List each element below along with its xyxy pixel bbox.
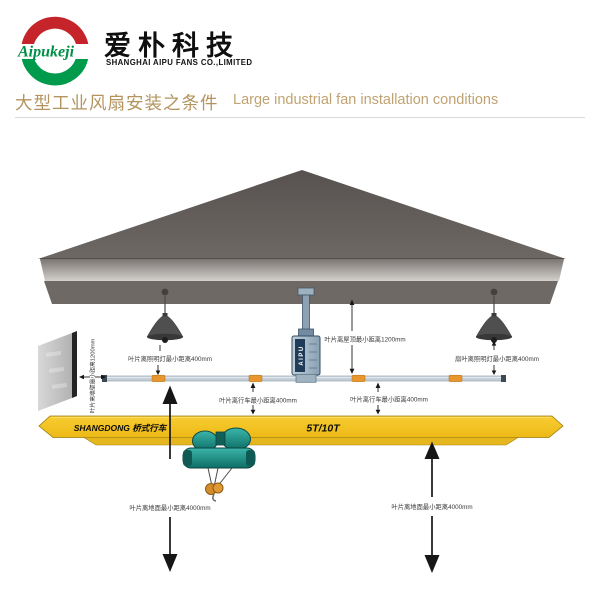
wall-panel — [38, 331, 77, 411]
dim-left-lamp-label: 叶片离照明灯最小距离400mm — [128, 354, 212, 363]
blade-joint-orange — [151, 374, 166, 382]
dim-blade-to-roof: 叶片离屋顶最小距离1200mm — [324, 299, 406, 374]
fan-blades — [102, 373, 506, 383]
fascia-mount-dot-right — [490, 288, 498, 296]
fan-drop-tube — [302, 294, 310, 332]
arrow-up-icon — [250, 382, 256, 388]
blade-tip-left — [102, 375, 107, 382]
arrow-down-icon — [349, 368, 355, 374]
arrow-down-icon — [162, 554, 178, 572]
lamp-left — [146, 296, 184, 343]
fascia-mount-dot-left — [161, 288, 169, 296]
dim-blade-to-floor-right: 叶片离地面最小距离4000mm — [391, 441, 473, 573]
dim-roof-label: 叶片离屋顶最小距离1200mm — [324, 335, 405, 344]
company-name-en: SHANGHAI AIPU FANS CO.,LIMITED — [106, 58, 253, 67]
fan-mount-bracket — [297, 287, 315, 296]
roof — [38, 170, 566, 304]
arrow-up-icon — [162, 385, 178, 404]
crane-beam: SHANGDONG 桥式行车 5T/10T — [38, 415, 564, 446]
lamp-bulb-icon — [491, 337, 497, 343]
arrow-up-icon — [491, 341, 497, 346]
arrow-up-icon — [424, 441, 440, 459]
hvls-fan: AIPU — [102, 287, 506, 383]
dim-blade-to-floor-left: 叶片离地面最小距离4000mm — [129, 385, 211, 572]
fan-brand-label: AIPU — [299, 345, 305, 365]
logo-green-arc-icon — [20, 47, 89, 86]
dim-blade-to-lamp-right: 扇叶离照明灯最小距离400mm — [455, 341, 539, 375]
arrow-up-icon — [375, 382, 381, 388]
company-name-cn: 爱朴科技 — [104, 31, 240, 61]
blade-joint-orange — [351, 374, 366, 382]
arrow-up-icon — [349, 299, 355, 305]
dim-blade-to-crane-right: 叶片离行车最小距离400mm — [350, 382, 428, 415]
arrow-down-icon — [491, 370, 497, 375]
hoist-motor-right — [221, 427, 251, 451]
crane-capacity-label: 5T/10T — [306, 423, 341, 435]
wire-rope-hoist — [182, 427, 256, 502]
header: Aipukeji 爱朴科技 SHANGHAI AIPU FANS CO.,LIM… — [0, 0, 600, 125]
arrow-down-icon — [424, 555, 440, 573]
dim-floor-right-label: 叶片离地面最小距离4000mm — [391, 502, 472, 511]
dim-right-crane-label: 叶片离行车最小距离400mm — [350, 395, 428, 404]
fan-hub — [295, 373, 317, 383]
arrow-right-icon — [101, 374, 106, 380]
crane-brand-label: SHANGDONG 桥式行车 — [74, 423, 168, 433]
lamp-shade-icon — [475, 315, 513, 338]
blade-joint-orange — [448, 374, 463, 382]
dim-blade-to-crane-left: 叶片离行车最小距离400mm — [219, 382, 297, 415]
blade-tip-right — [501, 375, 506, 382]
dim-blade-to-wall: 叶片离墙壁最小距离1200mm — [79, 338, 106, 413]
title-bar: 大型工业风扇安装之条件 Large industrial fan install… — [15, 90, 585, 118]
roof-eave — [40, 259, 564, 281]
company-logo: Aipukeji — [16, 16, 100, 86]
dim-wall-label: 叶片离墙壁最小距离1200mm — [89, 338, 97, 413]
roof-pyramid — [38, 170, 566, 259]
arrow-left-icon — [79, 374, 84, 380]
arrow-down-icon — [155, 370, 161, 375]
dim-right-lamp-label: 扇叶离照明灯最小距离400mm — [455, 354, 539, 363]
wall-edge — [72, 331, 77, 398]
dim-floor-left-label: 叶片离地面最小距离4000mm — [129, 503, 210, 512]
arrow-down-icon — [375, 409, 381, 415]
blade-joint-orange — [248, 374, 263, 382]
page-title-en: Large industrial fan installation condit… — [233, 92, 499, 108]
lamp-bulb-icon — [162, 337, 168, 343]
lamp-shade-icon — [146, 315, 184, 338]
hoist-drum — [182, 447, 256, 469]
page-title-cn: 大型工业风扇安装之条件 — [15, 93, 219, 113]
lamp-right — [475, 296, 513, 343]
arrow-down-icon — [250, 409, 256, 415]
hook-icon — [212, 493, 217, 502]
dim-blade-to-lamp-left: 叶片离照明灯最小距离400mm — [128, 345, 212, 375]
dim-left-crane-label: 叶片离行车最小距离400mm — [219, 396, 297, 405]
logo-wordmark: Aipukeji — [17, 44, 75, 61]
